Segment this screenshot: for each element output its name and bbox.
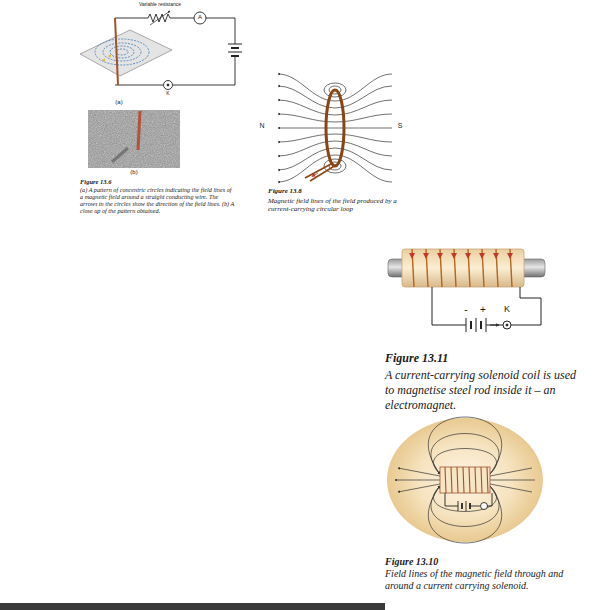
figure-caption: Magnetic field lines of the field produc… [268,197,398,213]
panel-label: (b) [119,169,149,176]
straight-wire [115,18,118,85]
ammeter-label: A [195,14,205,21]
key-label: K [161,91,175,97]
figure-number: Figure 13.10 [385,556,570,567]
figure-number: Figure 13.8 [268,188,398,196]
figure-caption: Field lines of the magnetic field throug… [385,568,570,591]
circular-loop [305,90,344,181]
panel-label: (a) [104,99,134,106]
figure-number: Figure 13.11 [385,352,580,365]
iron-filings-photo [88,110,180,168]
solenoid-field [387,417,543,543]
figure-caption: (a) A pattern of concentric circles indi… [80,186,235,215]
pole-label: N [257,122,267,130]
pole-label: S [395,122,405,130]
terminal-sign: - [461,304,471,315]
page-edge-bar [0,603,385,610]
terminal-sign: + [478,304,488,315]
figure-number: Figure 13.6 [80,178,235,185]
key-label: K [501,305,513,315]
cardboard-plane [80,30,172,76]
loop-field-lines [278,74,392,182]
electromagnet [388,249,545,332]
resistor-label: Variable resistance [125,2,195,8]
figure-caption: A current-carrying solenoid coil is used… [385,368,580,413]
